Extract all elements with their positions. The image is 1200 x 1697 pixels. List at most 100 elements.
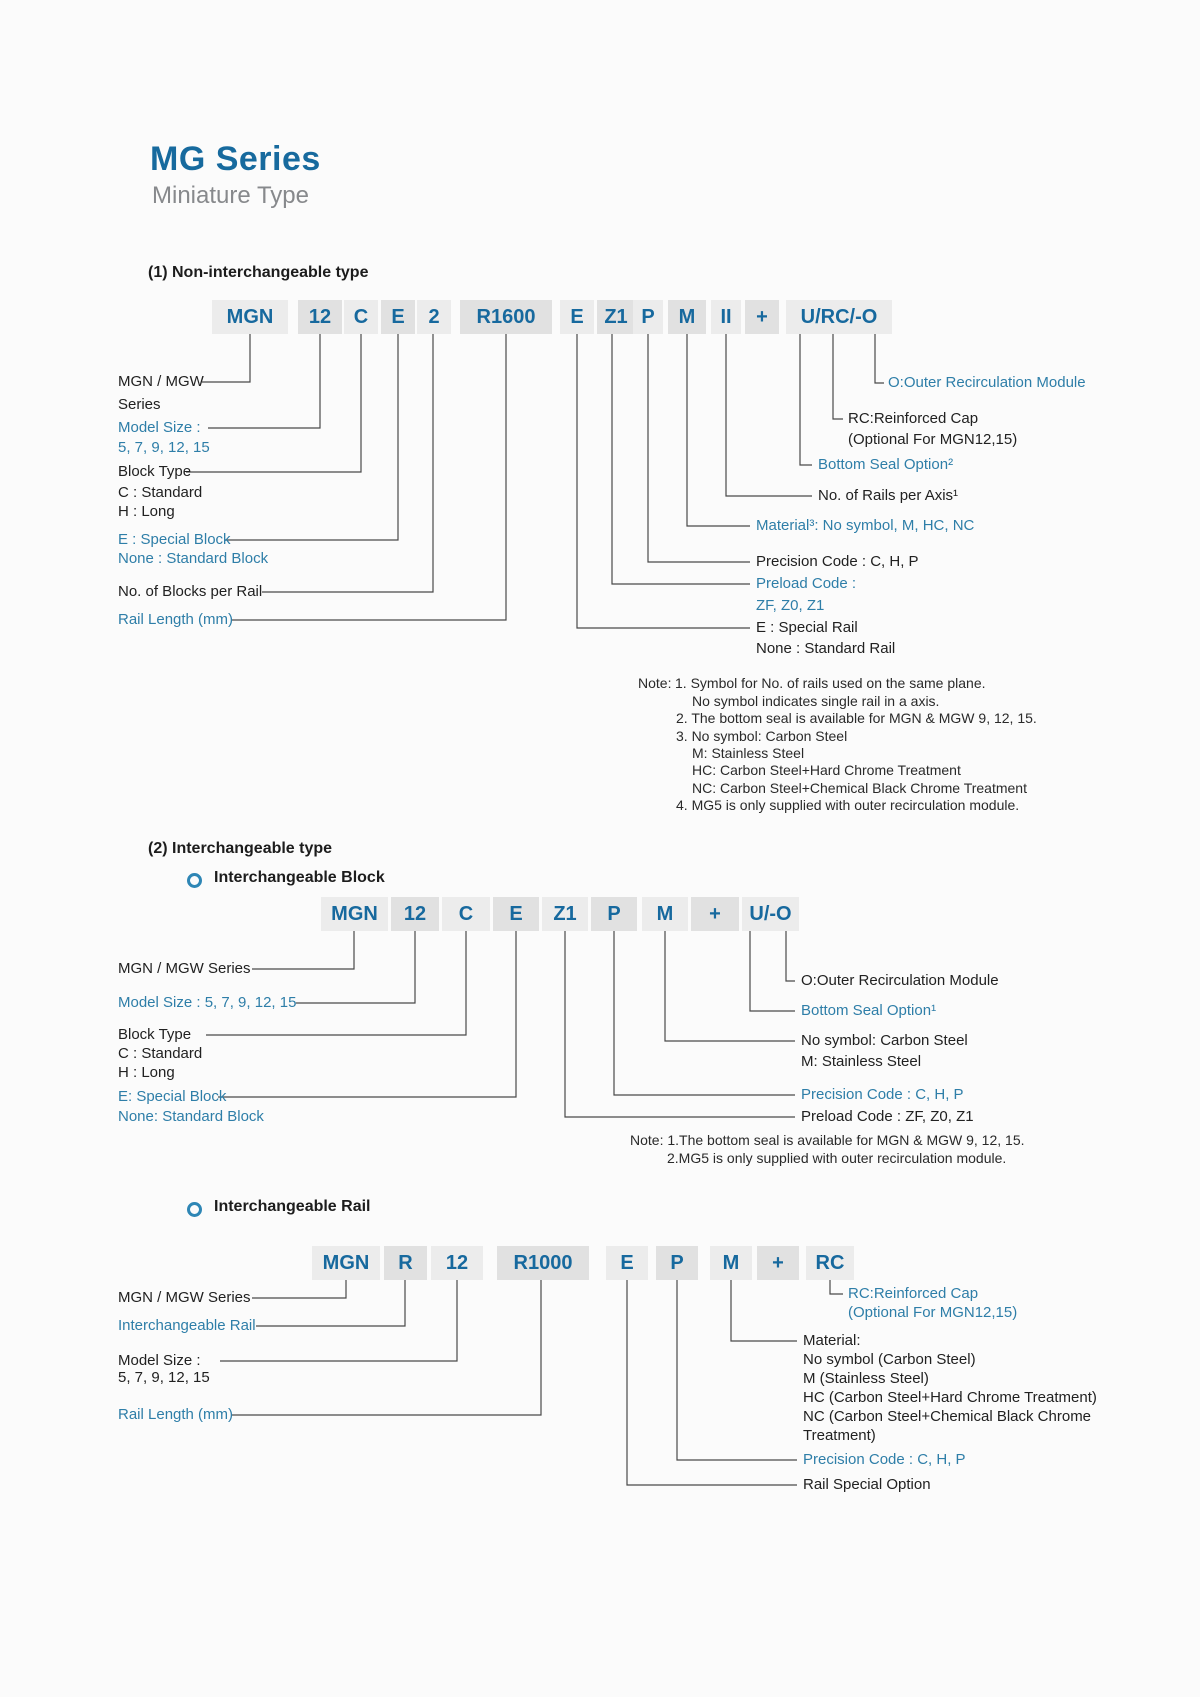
label-rail-special-option: Rail Special Option [803, 1476, 931, 1493]
leader-line [785, 931, 795, 982]
label-reinforced-cap-line1: RC:Reinforced Cap [848, 1285, 979, 1302]
note-prefix: Note: [638, 675, 672, 691]
code-segment: U/RC/-O [786, 300, 892, 334]
leader-line [202, 334, 251, 383]
leader-line [874, 334, 884, 384]
leader-line [611, 334, 750, 585]
code-segment: C [344, 300, 378, 334]
leader-line [576, 334, 750, 629]
label-material-line1: Material: [803, 1332, 861, 1349]
label-bottom-seal: Bottom Seal Option² [818, 456, 954, 473]
leader-line [829, 1280, 843, 1295]
leader-line [225, 334, 399, 541]
label-block-type-line3: H : Long [118, 503, 175, 520]
label-special-rail-line1: E : Special Rail [756, 619, 858, 636]
label-block-type-line1: Block Type [118, 463, 192, 480]
label-precision-code: Precision Code : C, H, P [803, 1451, 966, 1468]
label-preload-code-line1: Preload Code : [756, 575, 857, 592]
code-segment: M [710, 1246, 752, 1280]
label-reinforced-cap-line2: (Optional For MGN12,15) [848, 431, 1018, 448]
bullet-icon [187, 1202, 202, 1217]
code-segment: R [384, 1246, 427, 1280]
leader-line [252, 1280, 347, 1299]
code-segment: 12 [431, 1246, 483, 1280]
leader-line [252, 931, 355, 970]
label-material-line2: M: Stainless Steel [801, 1053, 922, 1070]
label-series: MGN / MGW Series [118, 960, 251, 977]
leader-line [613, 931, 795, 1096]
leader-line [730, 1280, 797, 1342]
leader-line [218, 931, 517, 1098]
leader-line [832, 334, 843, 420]
code-segment: M [668, 300, 706, 334]
leader-line [647, 334, 750, 563]
leader-line [676, 1280, 797, 1461]
label-series-line1: MGN / MGW [118, 373, 204, 390]
label-model-size-line1: Model Size : [118, 1352, 201, 1369]
label-material: Material³: No symbol, M, HC, NC [756, 517, 975, 534]
leader-line [256, 1280, 406, 1327]
code-segment: Z1 [597, 300, 635, 334]
note-line: NC: Carbon Steel+Chemical Black Chrome T… [692, 780, 1027, 796]
label-outer-recirculation: O:Outer Recirculation Module [888, 374, 1086, 391]
label-material-line2: No symbol (Carbon Steel) [803, 1351, 976, 1368]
label-precision-code: Precision Code : C, H, P [756, 553, 919, 570]
code-segment: U/-O [742, 897, 799, 931]
label-outer-recirculation: O:Outer Recirculation Module [801, 972, 999, 989]
page-subtitle: Miniature Type [152, 182, 309, 209]
leader-line [664, 931, 795, 1042]
label-block-type-line2: C : Standard [118, 1045, 203, 1062]
note-line: M: Stainless Steel [692, 745, 805, 761]
code-segment: P [656, 1246, 698, 1280]
code-segment: 12 [298, 300, 342, 334]
section2-heading: (2) Interchangeable type [148, 840, 333, 857]
leader-line [686, 334, 750, 527]
note-line: 3. No symbol: Carbon Steel [676, 728, 848, 744]
section2-subheading: Interchangeable Block [214, 869, 385, 886]
code-segment: R1000 [497, 1246, 589, 1280]
code-segment: P [591, 897, 637, 931]
code-segment: RC [806, 1246, 854, 1280]
code-segment: R1600 [460, 300, 552, 334]
leader-line [626, 1280, 797, 1486]
leader-line [262, 334, 434, 593]
leader-line [186, 334, 362, 473]
note-line: Note: 1.The bottom seal is available for… [630, 1132, 1025, 1148]
label-model-size-line2: 5, 7, 9, 12, 15 [118, 439, 210, 456]
code-segment: + [745, 300, 779, 334]
label-bottom-seal: Bottom Seal Option¹ [801, 1002, 937, 1019]
code-segment: M [642, 897, 688, 931]
leader-line [799, 334, 812, 466]
label-material-line6: Treatment) [803, 1427, 876, 1444]
code-segment: E [606, 1246, 648, 1280]
note-line: HC: Carbon Steel+Hard Chrome Treatment [692, 762, 961, 778]
label-special-block-line1: E : Special Block [118, 531, 231, 548]
leader-line [749, 931, 795, 1012]
code-segment: Z1 [542, 897, 588, 931]
code-segment: + [757, 1246, 799, 1280]
label-reinforced-cap-line2: (Optional For MGN12,15) [848, 1304, 1018, 1321]
label-block-type-line3: H : Long [118, 1064, 175, 1081]
label-model-size-line1: Model Size : [118, 419, 201, 436]
label-model-size: Model Size : 5, 7, 9, 12, 15 [118, 994, 297, 1011]
code-segment: 2 [417, 300, 451, 334]
note-line: No symbol indicates single rail in a axi… [692, 693, 940, 709]
leader-line [208, 334, 321, 429]
code-segment: MGN [312, 1246, 380, 1280]
label-block-type-line1: Block Type [118, 1026, 192, 1043]
leader-line [206, 931, 467, 1036]
label-interchangeable-rail: Interchangeable Rail [118, 1317, 256, 1334]
label-special-block-line1: E: Special Block [118, 1088, 227, 1105]
label-preload-code-line2: ZF, Z0, Z1 [756, 597, 825, 614]
label-material-line1: No symbol: Carbon Steel [801, 1032, 968, 1049]
page-title: MG Series [150, 140, 321, 178]
label-material-line4: HC (Carbon Steel+Hard Chrome Treatment) [803, 1389, 1097, 1406]
section1-heading: (1) Non-interchangeable type [148, 264, 369, 281]
label-rail-length: Rail Length (mm) [118, 611, 234, 628]
code-segment: P [633, 300, 663, 334]
label-material-line3: M (Stainless Steel) [803, 1370, 929, 1387]
leader-line [564, 931, 795, 1118]
note-line: 2. The bottom seal is available for MGN … [676, 710, 1037, 726]
label-blocks-per-rail: No. of Blocks per Rail [118, 583, 263, 600]
